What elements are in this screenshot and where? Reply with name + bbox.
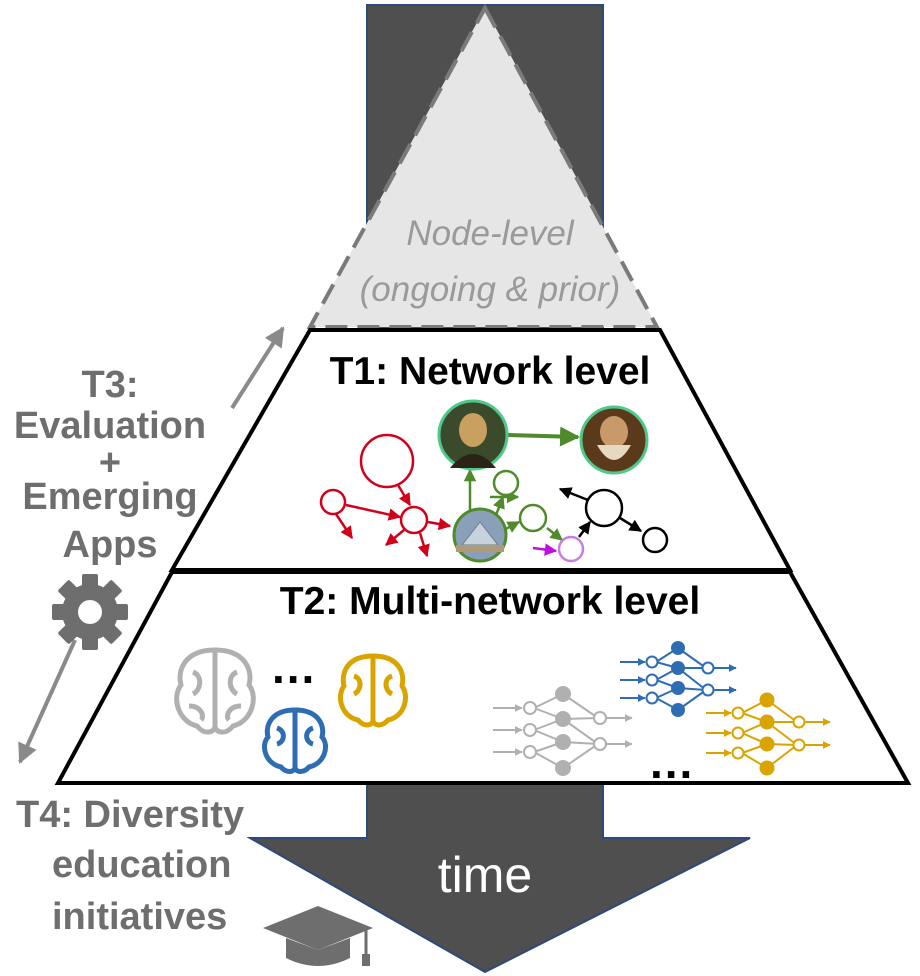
t3-label-line2: Evaluation bbox=[13, 405, 207, 447]
t3-label-line5: Apps bbox=[62, 524, 158, 566]
da-vinci-portrait bbox=[579, 405, 649, 475]
node-level-label: Node-level bbox=[406, 214, 574, 253]
t1-title: T1: Network level bbox=[329, 350, 651, 393]
graph-node bbox=[557, 535, 585, 563]
graph-node bbox=[359, 433, 415, 489]
graph-node bbox=[518, 503, 548, 533]
t4-label-line1: T4: Diversity bbox=[16, 794, 245, 836]
graduation-cap-icon bbox=[263, 906, 373, 966]
brain-icon bbox=[338, 653, 408, 728]
t4-label-line2: education bbox=[52, 844, 232, 886]
node-level-sublabel: (ongoing & prior) bbox=[359, 270, 621, 309]
brain-icon bbox=[262, 707, 328, 774]
t4-arrow bbox=[18, 639, 77, 764]
graph-node bbox=[319, 488, 347, 516]
t4-label-line3: initiatives bbox=[52, 896, 228, 938]
louvre-photo bbox=[452, 507, 508, 563]
network-ellipsis: ... bbox=[650, 736, 695, 788]
node-level-tier bbox=[306, 3, 661, 329]
t2-tier bbox=[54, 570, 912, 785]
t3-label-line1: T3: bbox=[81, 364, 139, 406]
graph-node bbox=[641, 526, 669, 554]
graph-node bbox=[492, 469, 520, 497]
graph-node bbox=[584, 488, 624, 528]
mona-lisa-portrait bbox=[437, 399, 509, 471]
brain-ellipsis: ... bbox=[272, 641, 317, 693]
graph-node bbox=[399, 505, 429, 535]
time-label: time bbox=[437, 847, 533, 903]
neural-network-icon bbox=[706, 692, 831, 776]
brain-icon bbox=[174, 647, 256, 735]
t3-label-line3: + bbox=[98, 442, 122, 484]
network-graph bbox=[319, 399, 669, 563]
t2-title: T2: Multi-network level bbox=[279, 580, 701, 623]
t3-label-line4: Emerging bbox=[22, 476, 198, 518]
t3-arrow bbox=[230, 326, 285, 410]
neural-network-icon bbox=[620, 641, 737, 717]
neural-network-icon bbox=[493, 686, 633, 776]
gear-icon bbox=[52, 574, 128, 650]
